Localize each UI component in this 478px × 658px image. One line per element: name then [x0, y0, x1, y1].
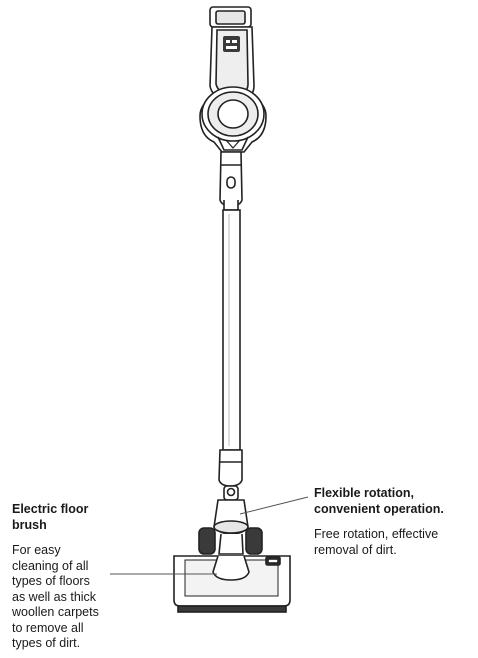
- tube-connector-lower: [218, 449, 243, 501]
- callout-desc-line: types of dirt.: [12, 636, 81, 650]
- callout-title: Flexible rotation, convenient operation.: [314, 485, 474, 517]
- callout-desc-line: For easy: [12, 543, 61, 557]
- callout-desc-line: cleaning of all: [12, 558, 89, 573]
- electric-floor-brush-callout: Electric floor brush For easy cleaning o…: [12, 501, 124, 652]
- motor-housing: [199, 86, 267, 153]
- tube-connector-upper: [219, 151, 243, 211]
- swivel-joint: [213, 499, 249, 555]
- callout-desc-line: removal of dirt.: [314, 542, 397, 557]
- callout-desc-line: Free rotation, effective: [314, 527, 439, 541]
- control-display: [223, 36, 240, 52]
- callout-description: Free rotation, effective removal of dirt…: [314, 527, 474, 558]
- callout-title-line: Electric floor: [12, 502, 89, 516]
- extension-tube: [222, 209, 241, 451]
- callout-desc-line: to remove all: [12, 620, 84, 635]
- callout-title-line: convenient operation.: [314, 502, 444, 516]
- leader-line-right: [239, 496, 309, 515]
- leader-lines: [110, 496, 309, 575]
- callout-title-line: brush: [12, 518, 47, 532]
- callout-desc-line: types of floors: [12, 574, 90, 588]
- callout-title: Electric floor brush: [12, 501, 124, 533]
- vacuum-handle: [209, 6, 255, 99]
- callout-description: For easy cleaning of all types of floors…: [12, 543, 124, 652]
- flexible-rotation-callout: Flexible rotation, convenient operation.…: [314, 485, 474, 558]
- callout-desc-line: as well as thick: [12, 589, 97, 604]
- floor-brush-head: [173, 527, 291, 613]
- callout-title-line: Flexible rotation,: [314, 486, 415, 500]
- callout-desc-line: woollen carpets: [12, 605, 99, 619]
